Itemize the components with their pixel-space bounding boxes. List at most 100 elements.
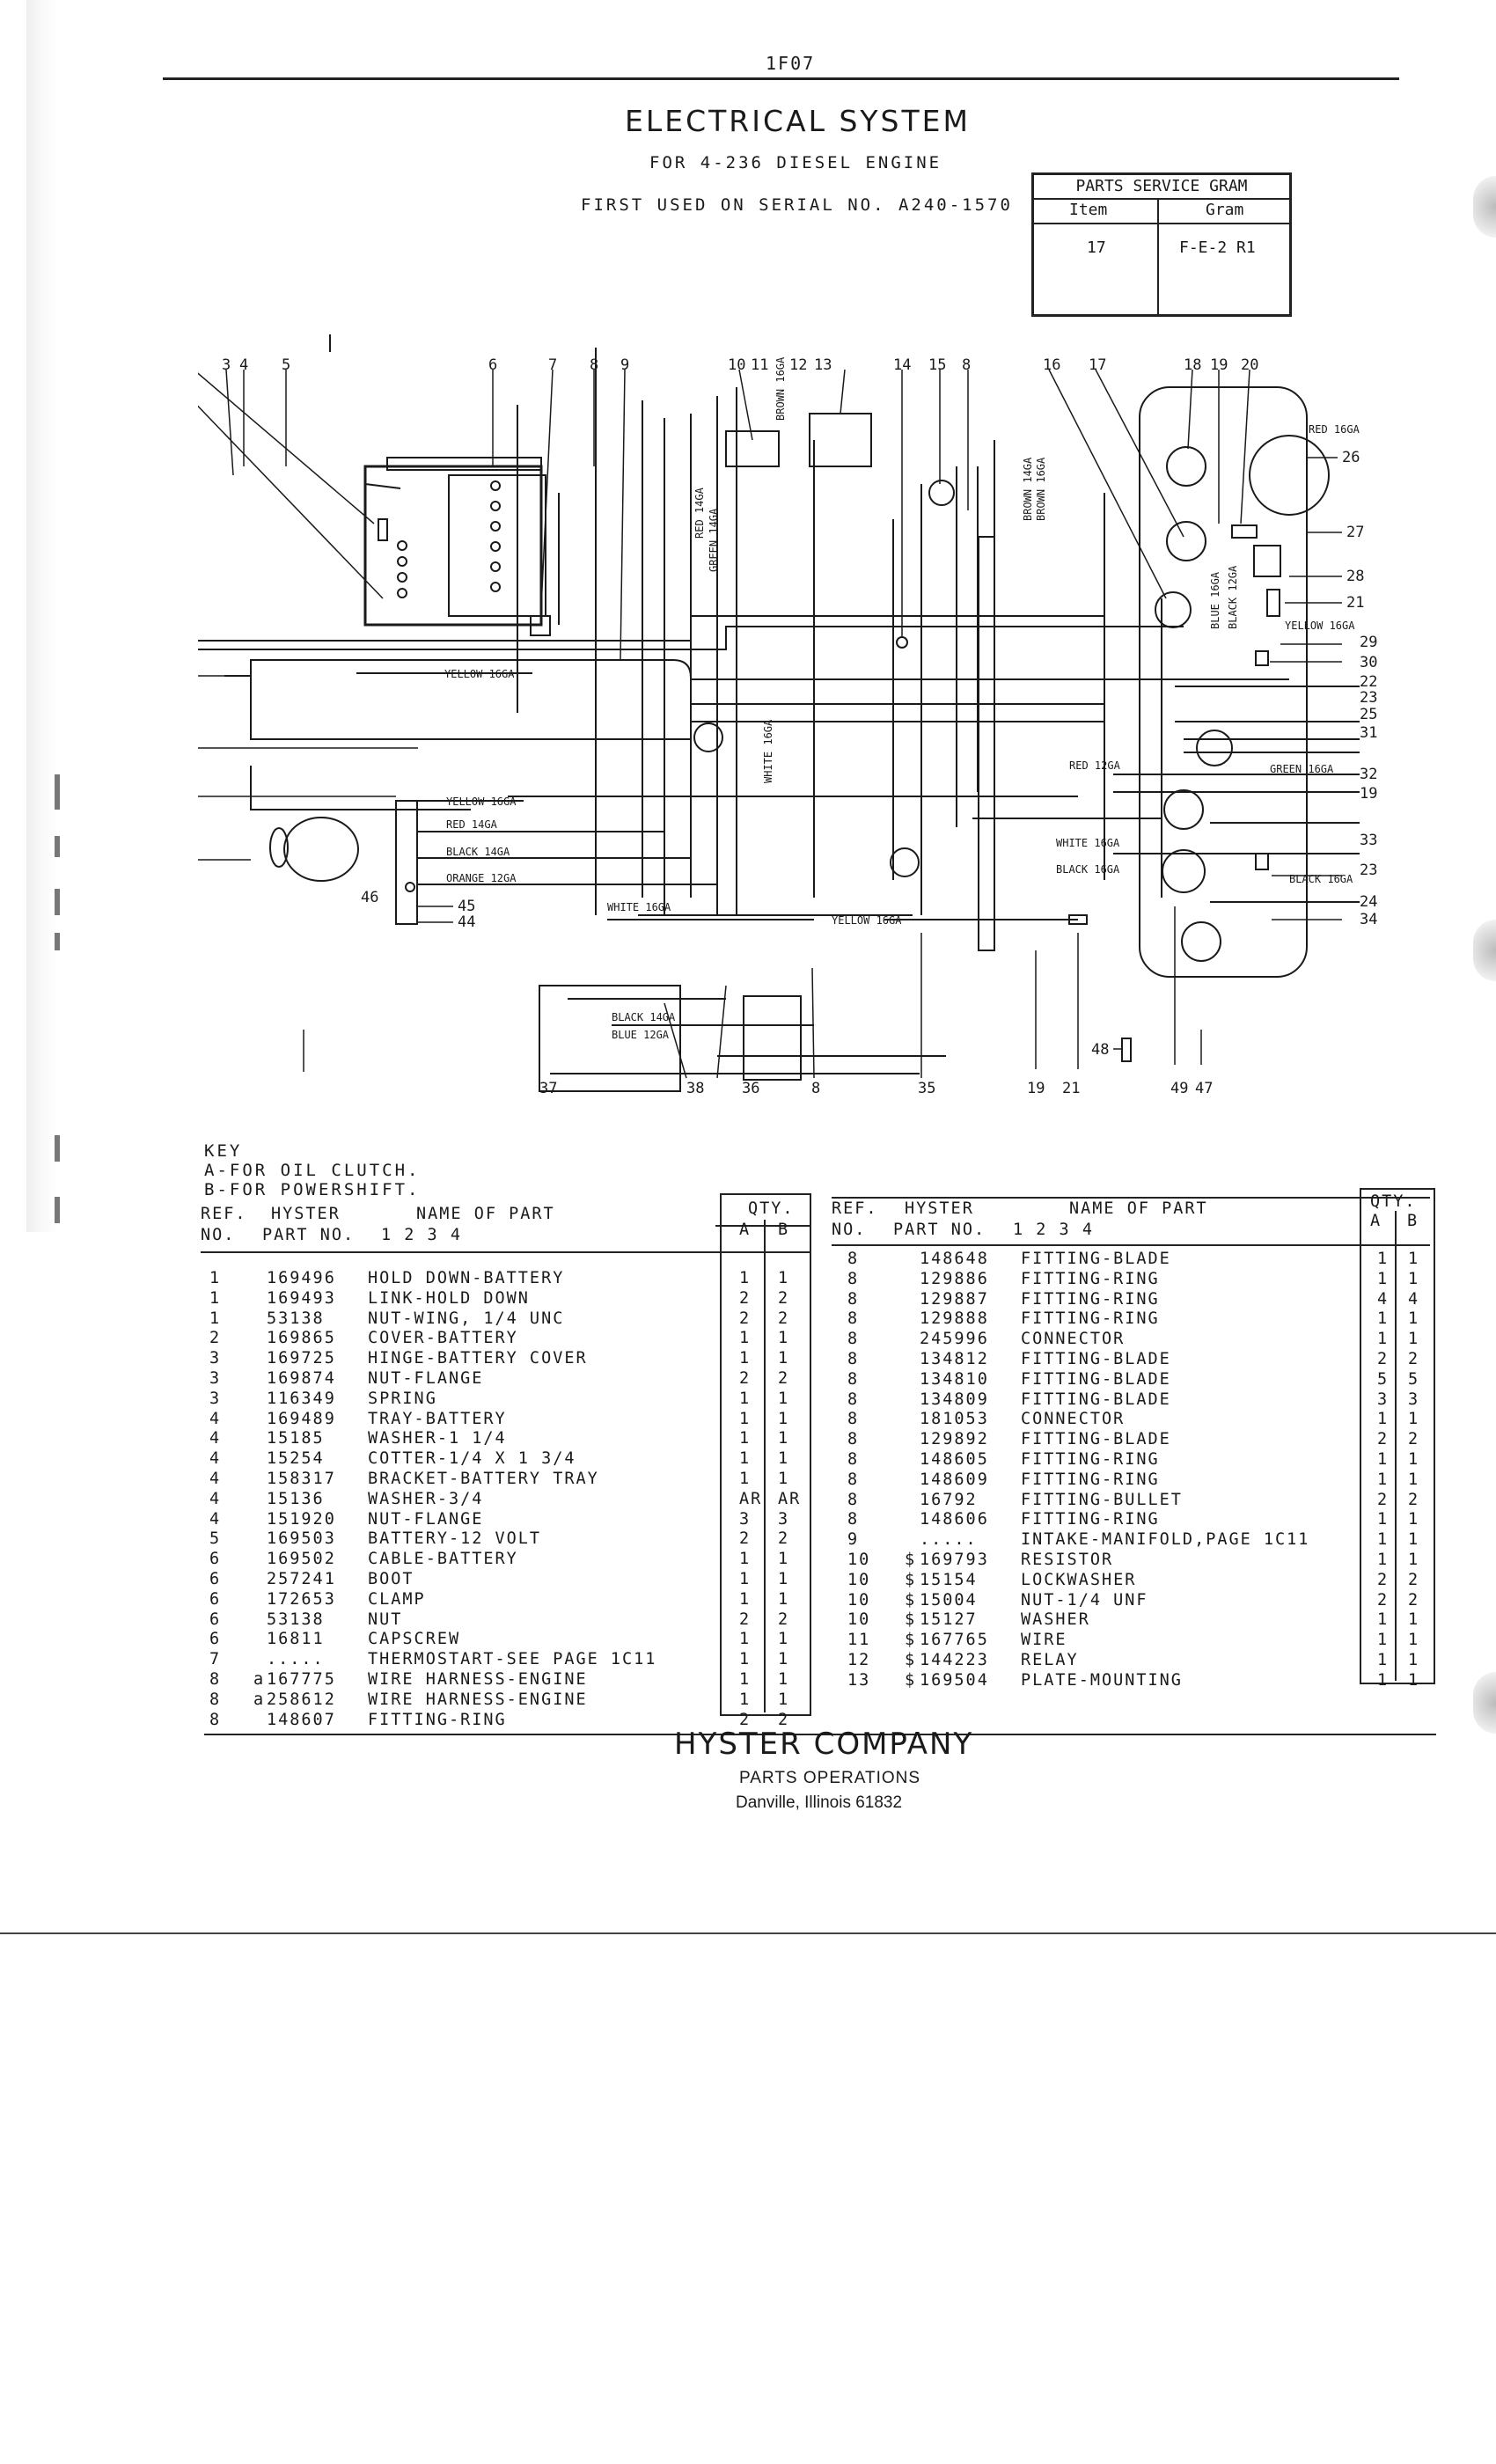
part-number-cell: 15254: [267, 1449, 325, 1469]
callout-32: 32: [1360, 766, 1377, 783]
binding-mark: [55, 836, 60, 857]
qty-a-cell: 4: [1377, 1289, 1390, 1309]
ref-cell: 3: [209, 1349, 222, 1368]
header-qty-right: QTY.: [1370, 1192, 1417, 1211]
callout-49: 49: [1170, 1080, 1188, 1097]
callout-3: 3: [222, 356, 231, 374]
binding-mark: [55, 774, 60, 810]
wire-label-white-16ga-v: WHITE 16GA: [762, 719, 774, 783]
ref-cell: 1: [209, 1288, 222, 1308]
part-name-cell: LOCKWASHER: [1021, 1570, 1137, 1589]
callout-5: 5: [282, 356, 290, 374]
part-number-cell: 134809: [920, 1390, 989, 1409]
part-name-cell: WASHER: [1021, 1610, 1090, 1630]
ref-cell: 6: [209, 1589, 222, 1609]
callout-21: 21: [1346, 594, 1364, 612]
callout-15: 15: [928, 356, 946, 374]
qty-a-cell: 1: [739, 1389, 752, 1408]
part-number-cell: 15185: [267, 1429, 325, 1448]
ref-cell: 8: [847, 1289, 860, 1309]
qty-a-cell: 1: [739, 1470, 752, 1488]
qty-a-cell: 1: [1377, 1309, 1390, 1329]
ref-cell: 8: [847, 1430, 860, 1449]
callout-13: 13: [814, 356, 832, 374]
qty-b-cell: 1: [1408, 1309, 1420, 1329]
part-name-cell: NUT-FLANGE: [368, 1369, 484, 1388]
qty-b-cell: 1: [778, 1409, 790, 1428]
qty-a-cell: 1: [739, 1349, 752, 1368]
header-rule-right: [832, 1244, 1430, 1246]
qty-b-cell: 1: [1408, 1330, 1420, 1349]
part-name-cell: FITTING-BLADE: [1021, 1390, 1171, 1409]
vertical-wire-labels: RED 14GA GREEN 14GA BROWN 16GA WHITE 16G…: [693, 356, 1239, 783]
qty-a-cell: 1: [739, 1429, 752, 1448]
gauges: [1155, 435, 1330, 962]
wire-labels: YELLOW 16GA YELLOW 16GA RED 14GA BLACK 1…: [444, 423, 1360, 1041]
mark-cell: a: [253, 1690, 266, 1709]
part-name-cell: LINK-HOLD DOWN: [368, 1288, 530, 1308]
ref-cell: 8: [847, 1369, 860, 1389]
part-number-cell: .....: [920, 1530, 978, 1550]
callout-31: 31: [1360, 724, 1377, 742]
ref-cell: 4: [209, 1449, 222, 1469]
qty-a-cell: 1: [739, 1570, 752, 1588]
wire-label-blue-16ga-v: BLUE 16GA: [1209, 571, 1221, 629]
qty-a-cell: 2: [739, 1710, 752, 1729]
wire-label-black-14ga-b: BLACK 14GA: [612, 1011, 676, 1023]
callout-8b: 8: [962, 356, 971, 374]
header-qty: QTY.: [748, 1199, 795, 1218]
header-no-right: NO.: [832, 1221, 867, 1239]
ref-cell: 6: [209, 1610, 222, 1629]
qty-b-cell: 1: [778, 1630, 790, 1649]
wire-label-white-16ga-b: WHITE 16GA: [1056, 837, 1120, 849]
qty-b-cell: 2: [1408, 1590, 1420, 1610]
ref-cell: 4: [209, 1489, 222, 1508]
callout-35: 35: [918, 1080, 935, 1097]
callout-12: 12: [789, 356, 807, 374]
part-name-cell: CABLE-BATTERY: [368, 1550, 518, 1569]
qty-b-cell: 2: [778, 1288, 790, 1308]
company-address: Danville, Illinois 61832: [736, 1793, 903, 1812]
part-number-cell: 158317: [267, 1470, 336, 1488]
part-name-cell: FITTING-RING: [1021, 1289, 1160, 1309]
qty-a-cell: 2: [1377, 1490, 1390, 1509]
qty-a-cell: 1: [1377, 1610, 1390, 1630]
part-name-cell: FITTING-RING: [368, 1710, 507, 1729]
callout-14: 14: [893, 356, 911, 374]
wire-label-brown-16ga-v2: BROWN 16GA: [1035, 457, 1047, 521]
ref-cell: 10: [847, 1551, 871, 1569]
parts-table-right: REF. NO. HYSTER PART NO. NAME OF PART 1 …: [832, 1188, 1439, 1716]
part-name-cell: WIRE HARNESS-ENGINE: [368, 1690, 588, 1709]
callout-48: 48: [1091, 1041, 1109, 1059]
callout-28: 28: [1346, 568, 1364, 585]
callout-25: 25: [1360, 706, 1377, 723]
qty-b-cell: 5: [1408, 1369, 1420, 1389]
qty-b-cell: 1: [778, 1389, 790, 1408]
ref-cell: 11: [847, 1631, 871, 1650]
components: [269, 413, 1281, 1092]
header-rule: [201, 1251, 810, 1253]
wire-label-green-16ga: GREEN 16GA: [1270, 763, 1334, 775]
ref-cell: 8: [209, 1710, 222, 1729]
callout-33: 33: [1360, 832, 1377, 849]
ref-cell: 8: [847, 1470, 860, 1489]
part-number-cell: 148648: [920, 1250, 989, 1268]
part-number-cell: 129892: [920, 1430, 989, 1449]
callout-19b: 19: [1360, 785, 1377, 803]
mark-cell: $: [905, 1570, 917, 1589]
part-number-cell: 53138: [267, 1610, 325, 1629]
qty-b-cell: AR: [778, 1489, 802, 1508]
wire-label-yellow-16ga-b: YELLOW 16GA: [446, 796, 517, 808]
header-qty-a: A: [739, 1221, 752, 1239]
header-qty-a-right: A: [1370, 1212, 1382, 1230]
ref-cell: 3: [209, 1369, 222, 1388]
part-number-cell: 15127: [920, 1610, 978, 1630]
